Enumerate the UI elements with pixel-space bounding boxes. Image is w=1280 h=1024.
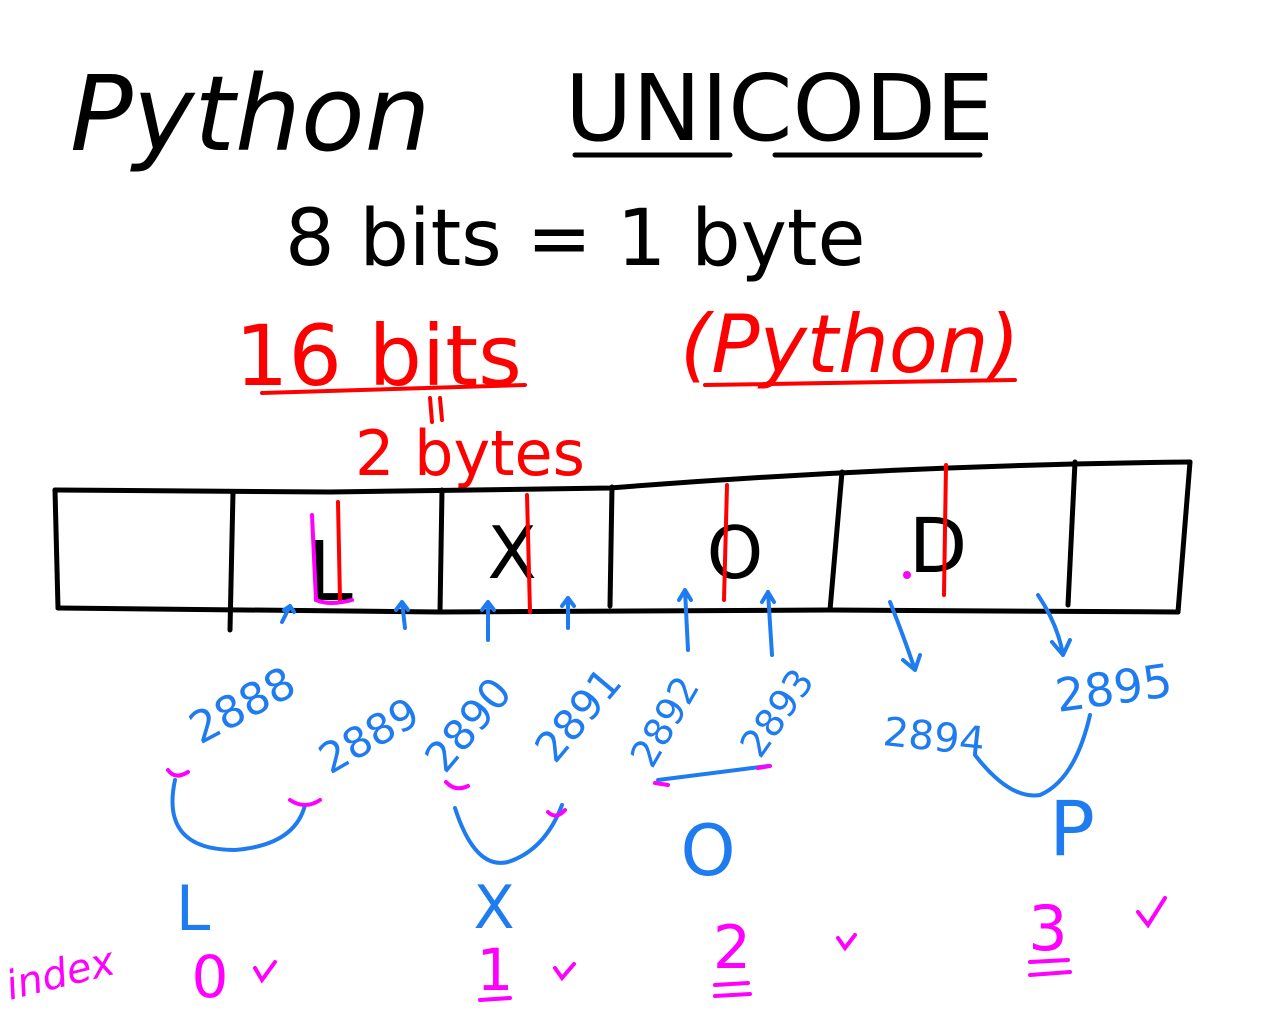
index-number: 0 bbox=[192, 943, 229, 1011]
index-number: 3 bbox=[1028, 892, 1067, 965]
byte-pair-curve bbox=[453, 803, 564, 865]
l-highlight-stroke bbox=[310, 513, 354, 605]
decoded-char: X bbox=[473, 873, 514, 943]
address-label: 2891 bbox=[525, 658, 631, 771]
sixteen-bits-underline bbox=[260, 383, 527, 395]
equals-mark-b bbox=[438, 396, 444, 422]
check-icon bbox=[553, 962, 576, 982]
byte-pair-curve bbox=[656, 764, 770, 782]
python-paren-underline bbox=[703, 378, 1017, 387]
memory-cell-char: D bbox=[909, 501, 968, 590]
arrow-up-icon bbox=[480, 600, 496, 642]
memory-array-bottom-edge bbox=[55, 605, 1181, 615]
cell-divider bbox=[437, 487, 445, 615]
arrow-down-icon bbox=[888, 600, 922, 672]
address-label: 2890 bbox=[415, 668, 521, 781]
cell-divider bbox=[52, 487, 61, 611]
byte-pair-curve bbox=[973, 713, 1092, 798]
byte-split-mark bbox=[722, 483, 729, 602]
index-number: 1 bbox=[477, 936, 514, 1004]
byte-split-mark bbox=[336, 500, 342, 602]
bits-byte-equation: 8 bits = 1 byte bbox=[285, 194, 865, 284]
arrow-down-icon bbox=[1036, 593, 1072, 657]
byte-split-mark bbox=[525, 493, 532, 614]
address-label: 2889 bbox=[311, 688, 428, 784]
index-underline bbox=[713, 981, 752, 998]
python-paren-label: (Python) bbox=[680, 298, 1020, 391]
decoded-char: L bbox=[176, 872, 211, 945]
arrow-up-icon bbox=[280, 604, 296, 624]
magenta-dot bbox=[903, 571, 911, 579]
address-label: 2894 bbox=[881, 709, 987, 765]
decoded-char: P bbox=[1049, 784, 1095, 873]
cell-divider bbox=[1175, 459, 1193, 615]
address-label: 2888 bbox=[181, 657, 304, 755]
byte-split-mark bbox=[942, 463, 948, 597]
address-label: 2895 bbox=[1052, 653, 1175, 723]
title-python: Python bbox=[70, 53, 431, 175]
cell-divider bbox=[607, 484, 615, 609]
join-highlight-marks bbox=[166, 764, 772, 818]
cell-divider bbox=[827, 469, 845, 613]
equals-mark-a bbox=[428, 396, 434, 424]
memory-array-top-edge bbox=[52, 459, 1193, 495]
cell-divider bbox=[227, 489, 236, 633]
decoded-char: O bbox=[680, 810, 735, 892]
arrow-up-icon bbox=[560, 596, 576, 630]
index-underline bbox=[478, 996, 512, 1002]
cell-divider bbox=[1065, 459, 1078, 608]
memory-cell-char: O bbox=[707, 511, 764, 595]
check-icon bbox=[836, 933, 857, 952]
index-label: index bbox=[1, 938, 119, 1009]
arrow-up-icon bbox=[394, 600, 410, 630]
index-number: 2 bbox=[713, 913, 751, 983]
arrow-up-icon bbox=[760, 590, 776, 657]
byte-pair-curve bbox=[170, 778, 307, 852]
arrow-up-icon bbox=[677, 588, 693, 652]
address-label: 2893 bbox=[731, 661, 823, 765]
title-unicode: UNICODE bbox=[565, 55, 994, 162]
check-icon bbox=[253, 960, 277, 984]
two-bytes-label: 2 bytes bbox=[355, 417, 585, 490]
check-icon bbox=[1136, 896, 1167, 929]
address-label: 2892 bbox=[622, 669, 708, 775]
index-underline bbox=[1028, 958, 1072, 977]
